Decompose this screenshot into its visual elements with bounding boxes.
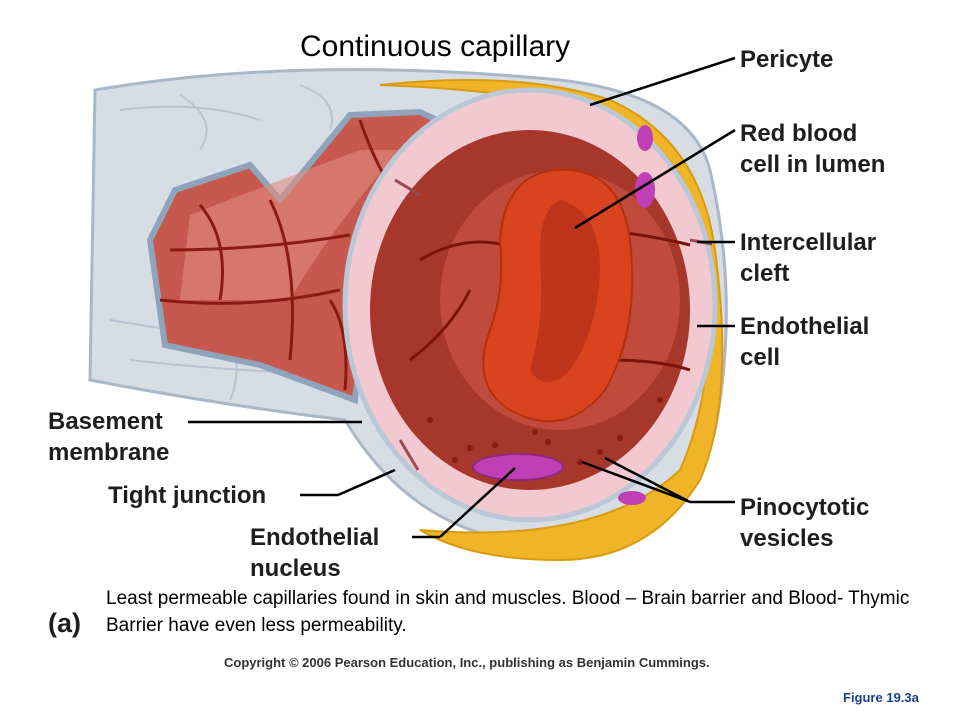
label-endothelial-cell: Endothelial cell (740, 311, 869, 373)
label-basement-line1: Basement (48, 408, 163, 435)
label-rbc-line2: cell in lumen (740, 151, 886, 178)
interior-highlight (180, 150, 400, 300)
label-tight-junction: Tight junction (108, 480, 266, 511)
label-pino-line2: vesicles (740, 525, 834, 552)
label-pino-line1: Pinocytotic (740, 494, 870, 521)
pericyte-nucleus-bottom (618, 491, 646, 505)
label-pericyte-text: Pericyte (740, 46, 834, 73)
label-basement-membrane: Basement membrane (48, 406, 169, 468)
label-cleft-line2: cleft (740, 260, 790, 287)
label-endo-cell-line1: Endothelial (740, 313, 870, 340)
pericyte-nucleus-top (637, 125, 653, 151)
interior-vessel-lines (159, 119, 422, 391)
label-tight-text: Tight junction (108, 482, 267, 509)
copyright-notice: Copyright © 2006 Pearson Education, Inc.… (224, 655, 710, 670)
label-pinocytotic-vesicles: Pinocytotic vesicles (740, 492, 869, 554)
red-blood-cell-dimple (530, 200, 600, 383)
diagram-title: Continuous capillary (300, 30, 571, 63)
panel-letter: (a) (48, 608, 81, 638)
label-nucleus-line1: Endothelial (250, 524, 380, 551)
label-red-blood-cell: Red blood cell in lumen (740, 118, 885, 180)
label-basement-line2: membrane (48, 439, 170, 466)
label-rbc-line1: Red blood (740, 120, 858, 147)
figure-number: Figure 19.3a (843, 690, 919, 705)
pinocytotic-vesicle-dots (427, 397, 663, 465)
label-endothelial-nucleus: Endothelial nucleus (250, 522, 379, 584)
label-endo-cell-line2: cell (740, 344, 781, 371)
endothelial-nucleus-shape (472, 453, 564, 481)
caption-text: Least permeable capillaries found in ski… (106, 588, 910, 636)
label-nucleus-line2: nucleus (250, 555, 341, 582)
label-cleft-line1: Intercellular (740, 229, 877, 256)
leader-lines (188, 56, 736, 539)
label-pericyte: Pericyte (740, 44, 833, 75)
label-intercellular-cleft: Intercellular cleft (740, 227, 876, 289)
